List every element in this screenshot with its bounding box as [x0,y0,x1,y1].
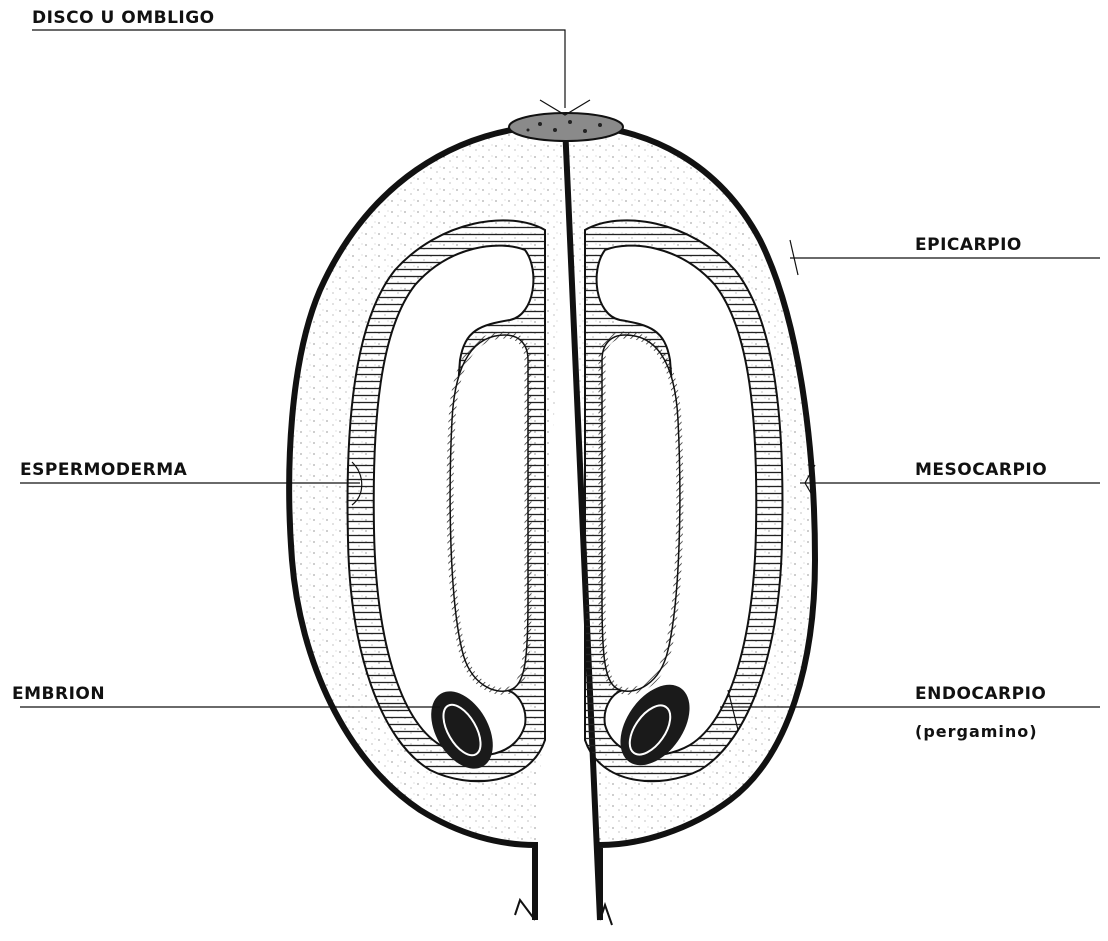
right-endosperm [602,335,680,691]
label-mesocarpio: MESOCARPIO [915,460,1047,480]
left-endosperm [450,335,528,691]
label-endocarpio: ENDOCARPIO [915,684,1046,704]
label-embrion: EMBRION [12,684,105,704]
navel-disc [509,113,623,141]
label-epicarpio: EPICARPIO [915,235,1022,255]
label-espermoderma: ESPERMODERMA [20,460,187,480]
label-disco: DISCO U OMBLIGO [32,8,215,28]
label-endocarpio-sub: (pergamino) [915,722,1038,741]
